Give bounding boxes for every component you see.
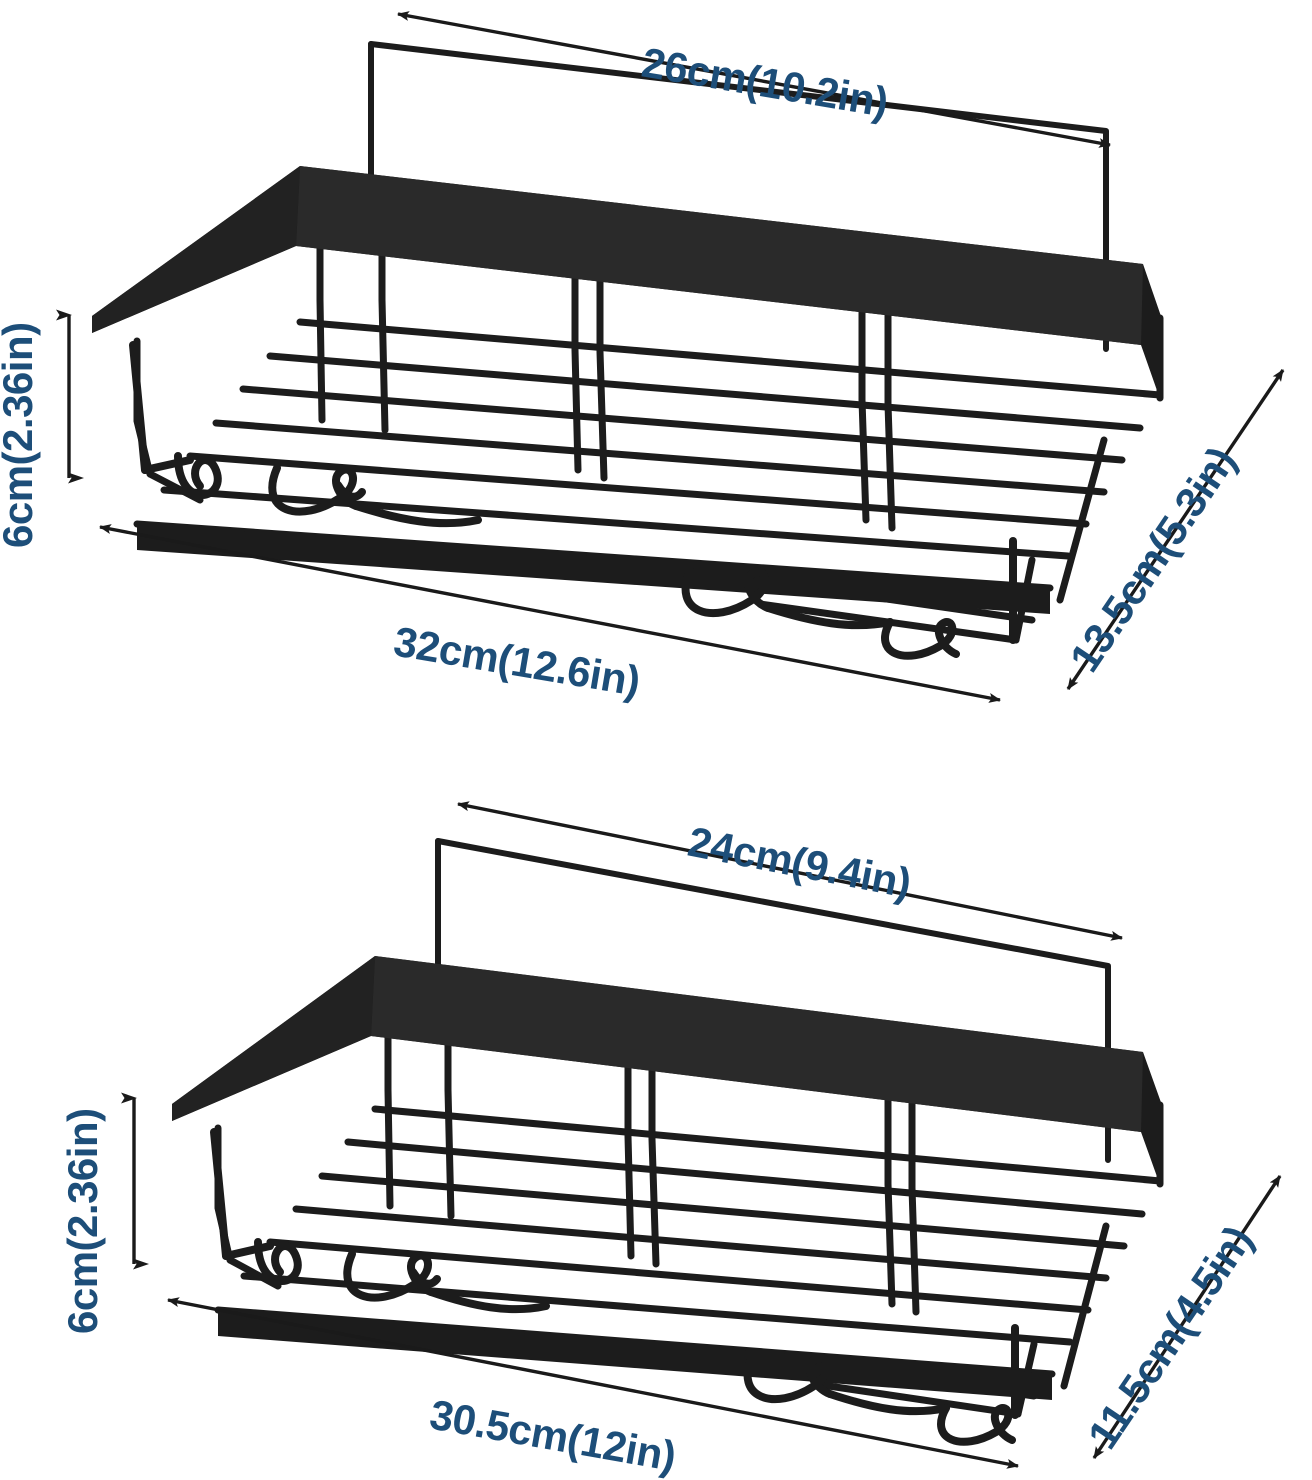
large-shelf-left-leg	[129, 341, 194, 474]
large-length-dimension-arrow	[99, 524, 1001, 703]
small-depth-dimension-arrow	[1092, 1175, 1282, 1459]
large-width-dimension-arrow	[397, 11, 1111, 148]
small-height-label: 6cm(2.36in)	[59, 1108, 106, 1334]
small-shelf-top-rim	[172, 956, 1163, 1185]
small-shelf-left-side-frame	[214, 1124, 282, 1290]
large-height-label: 6cm(2.36in)	[0, 322, 41, 548]
small-shelf-front-lower-rail	[218, 1310, 1052, 1400]
large-width-label: 26cm(10.2in)	[639, 39, 892, 126]
small-shelf-left-leg	[210, 1128, 274, 1260]
small-length-label: 30.5cm(12in)	[426, 1391, 679, 1480]
large-length-label: 32cm(12.6in)	[391, 618, 644, 705]
large-shelf-illustration: 26cm(10.2in) 6cm(2.36in) 32cm(12.6in) 13…	[0, 11, 1285, 705]
large-depth-dimension-arrow	[1066, 369, 1285, 690]
large-shelf-left-side-frame	[133, 337, 204, 504]
small-depth-label: 11.5cm(4.5in)	[1078, 1217, 1261, 1457]
small-shelf-illustration: 24cm(9.4in) 6cm(2.36in) 30.5cm(12in) 11.…	[59, 801, 1282, 1480]
large-shelf-top-rim	[92, 166, 1163, 399]
large-shelf-front-lower-rail	[137, 524, 1050, 614]
small-width-dimension-arrow	[457, 801, 1123, 941]
small-length-dimension-arrow	[167, 1297, 1019, 1469]
large-depth-label: 13.5cm(5.3in)	[1060, 438, 1244, 680]
